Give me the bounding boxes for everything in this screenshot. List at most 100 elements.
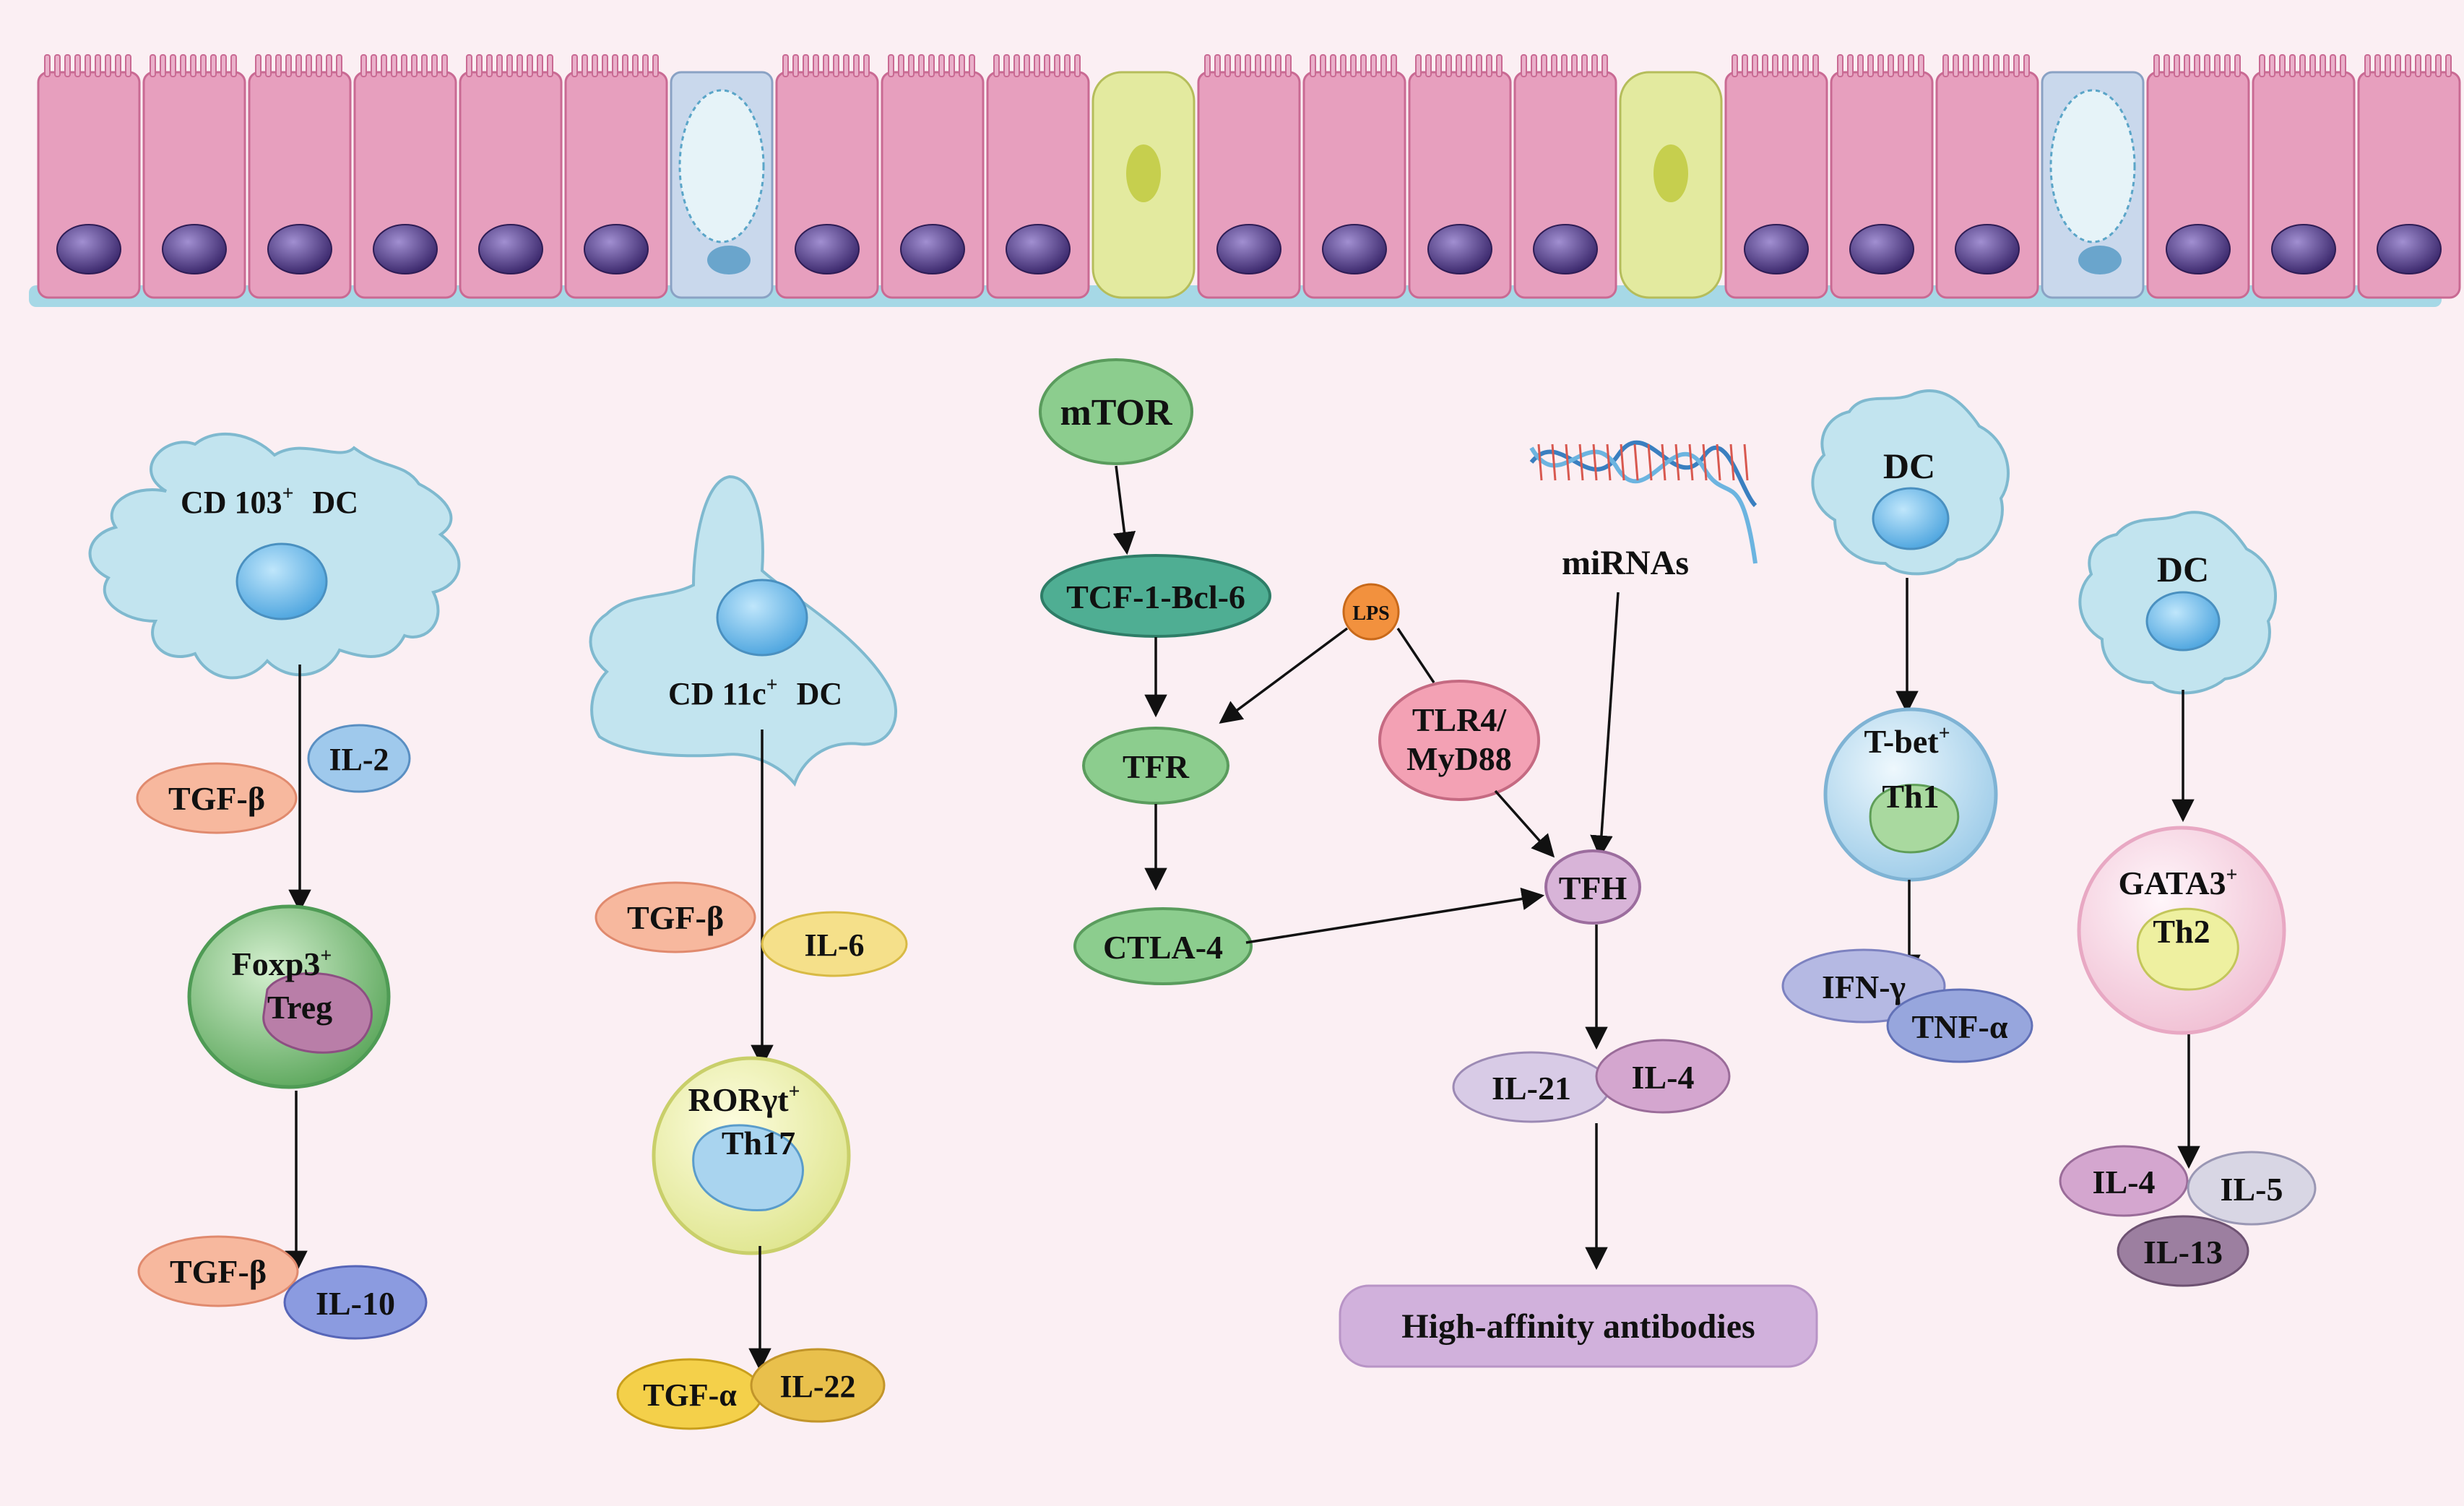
microvillus [803,54,809,77]
microvillus [1867,54,1874,77]
tgfb-label-th17-in: TGF-β [627,899,724,936]
dna-rung [1592,443,1598,481]
microvillus [496,54,503,77]
il4-label-tfh: IL-4 [1632,1059,1695,1096]
microvillus [2299,54,2306,77]
il5-bubble [2187,1151,2317,1226]
microvillus [1415,54,1422,77]
microvillus [1772,54,1778,77]
microvillus [1561,54,1568,77]
tlr4-myd88-node [1378,680,1540,801]
microvillus [486,54,493,77]
microvillus [1275,54,1281,77]
microvillus [1496,54,1503,77]
microvillus [2204,54,2210,77]
microvillus [1486,54,1492,77]
microvillus [2374,54,2381,77]
il4-bubble-th2 [2059,1145,2189,1217]
microvillus [527,54,533,77]
microvillus [813,54,819,77]
microvillus [74,54,81,77]
enterocyte-nucleus [478,224,543,274]
microvillus [1391,54,1397,77]
microvillus [1013,54,1020,77]
microvillus [2279,54,2286,77]
tgfb-label-treg-out: TGF-β [170,1253,267,1290]
il5-label: IL-5 [2221,1171,2283,1208]
treg-label-line1: Foxp3+ [232,945,332,982]
dna-rung [1716,443,1721,481]
enterocyte-nucleus [900,224,965,274]
microvillus [1255,54,1261,77]
microvillus [180,54,186,77]
microvillus [1340,54,1346,77]
microvillus [1214,54,1221,77]
microvillus [1792,54,1799,77]
enterocyte-nucleus [1744,224,1809,274]
microvillus [959,54,965,77]
microvillus [150,54,156,77]
microvillus [969,54,975,77]
microvillus [95,54,101,77]
microvillus [2214,54,2221,77]
enterocyte-nucleus [1216,224,1281,274]
microvillus [602,54,608,77]
microvillus [898,54,904,77]
microvillus [888,54,894,77]
microvillus [316,54,322,77]
microvillus [1285,54,1292,77]
microvillus [2184,54,2190,77]
th2-label-line1: GATA3+ [2118,864,2237,901]
microvillus [1456,54,1462,77]
microvillus [853,54,860,77]
il2-label: IL-2 [329,742,389,777]
microvillus [1330,54,1336,77]
antibodies-box [1339,1284,1818,1368]
microvillus [547,54,553,77]
microvillus [537,54,543,77]
dna-rung [1647,443,1653,481]
microvillus [326,54,332,77]
th1-nucleus [1869,784,1960,854]
microvillus [2234,54,2241,77]
il13-bubble [2117,1215,2249,1287]
microvillus [2435,54,2442,77]
enterocyte-nucleus [1955,224,2020,274]
microvillus [1742,54,1748,77]
microvillus [1847,54,1854,77]
microvillus [2174,54,2180,77]
microvillus [571,54,578,77]
dna-rung [1674,443,1680,481]
microvillus [421,54,428,77]
microvillus [1380,54,1387,77]
microvillus [160,54,166,77]
tnfa-label: TNF-α [1912,1008,2008,1045]
arrow-mirnas-to-tfh [1590,592,1620,859]
microvillus [210,54,217,77]
microvillus [2269,54,2275,77]
microvillus [1054,54,1060,77]
dna-rung [1633,443,1639,481]
arrow-tlr4-to-tfh [1494,789,1555,858]
tuft-nucleus [1126,144,1161,202]
treg-label-line2: Treg [267,989,332,1026]
enterocyte-nucleus [1006,224,1071,274]
tgfb-bubble-treg-in [136,762,298,834]
microvillus [220,54,227,77]
dna-rung [1729,443,1735,481]
microvillus [823,54,829,77]
enterocyte-nucleus [1849,224,1914,274]
cd11c-dc-nucleus [716,579,808,657]
microvillus [2003,54,2010,77]
enterocyte-nucleus [56,224,121,274]
mirnas-label: miRNAs [1562,544,1689,582]
dna-rung [1702,443,1708,481]
treg-nucleus [262,972,373,1054]
dna-rung [1661,443,1667,481]
microvillus [2153,54,2160,77]
th17-pathway: CD 11c+DC TGF-β IL-6 RORγt+ Th17 TGF-α I… [589,475,908,1430]
microvillus [1993,54,2000,77]
microvillus [1360,54,1367,77]
microvillus [401,54,407,77]
